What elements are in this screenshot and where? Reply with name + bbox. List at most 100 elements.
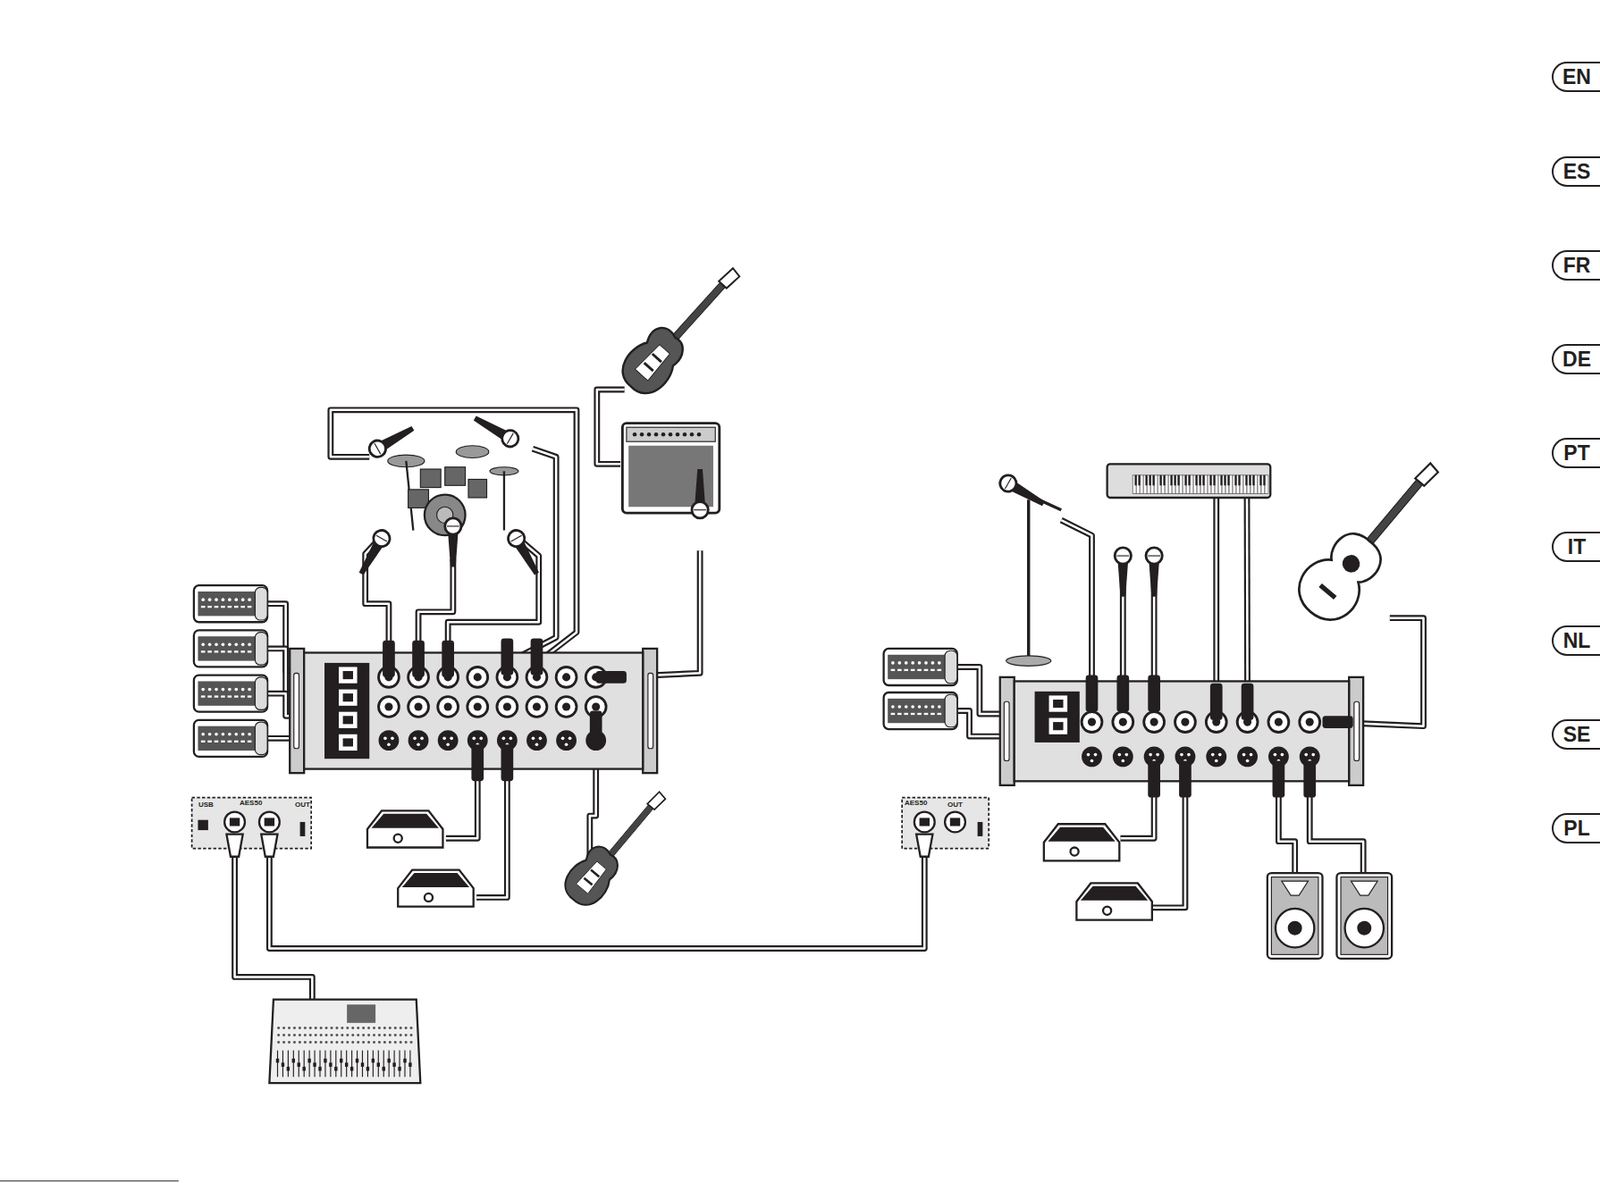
personal-mixer bbox=[193, 630, 268, 667]
ethercon-port bbox=[259, 812, 280, 834]
cable-plug bbox=[1178, 760, 1192, 798]
combo-jack bbox=[467, 697, 489, 718]
cable-plug bbox=[596, 671, 627, 684]
microphone bbox=[1114, 547, 1131, 598]
microphone bbox=[505, 527, 544, 579]
combo-jack bbox=[378, 697, 400, 718]
language-tab: IT bbox=[1551, 531, 1600, 563]
cable bbox=[1215, 497, 1217, 709]
cable-plug bbox=[1303, 760, 1316, 798]
combo-jack bbox=[555, 666, 577, 688]
cable-plug bbox=[589, 711, 603, 749]
xlr-output bbox=[526, 730, 548, 751]
xlr-output bbox=[1237, 746, 1258, 767]
cable bbox=[597, 389, 625, 464]
microphone bbox=[366, 421, 418, 460]
cable-plug bbox=[501, 639, 514, 676]
ethercon-plug bbox=[916, 834, 933, 858]
digital-console bbox=[269, 1000, 421, 1085]
microphone bbox=[691, 469, 708, 519]
language-code: PT bbox=[1563, 441, 1590, 466]
ethercon-plug bbox=[261, 834, 278, 858]
combo-jack bbox=[1144, 712, 1165, 733]
ethercon-port bbox=[224, 812, 245, 834]
language-code: EN bbox=[1562, 65, 1592, 90]
personal-mixer bbox=[193, 585, 268, 623]
cable-plug bbox=[1241, 683, 1255, 721]
language-code: PL bbox=[1563, 816, 1590, 842]
cable-plug bbox=[412, 640, 425, 678]
xlr-output bbox=[1081, 746, 1103, 767]
xlr-output bbox=[1205, 746, 1227, 767]
floor-monitor bbox=[397, 870, 473, 908]
panel-label: OUT bbox=[294, 801, 311, 809]
cable-plug bbox=[530, 639, 544, 676]
electric-guitar bbox=[614, 255, 753, 403]
electric-guitar bbox=[557, 781, 678, 913]
microphone bbox=[353, 527, 393, 579]
personal-mixer bbox=[193, 675, 268, 713]
combo-jack bbox=[1299, 712, 1321, 733]
guitar-amp bbox=[622, 423, 719, 514]
language-code: IT bbox=[1567, 535, 1586, 560]
combo-jack bbox=[555, 697, 577, 718]
cable-plug bbox=[1272, 760, 1286, 798]
cable-plug bbox=[1086, 675, 1099, 713]
language-tab: PL bbox=[1551, 813, 1600, 844]
language-tab: DE bbox=[1551, 344, 1600, 375]
aes50-panel bbox=[901, 798, 989, 850]
language-code: SE bbox=[1563, 723, 1592, 748]
panel-label: OUT bbox=[947, 801, 963, 809]
panel-label: AES50 bbox=[904, 800, 927, 808]
xlr-output bbox=[555, 730, 577, 751]
cable-plug bbox=[1147, 760, 1161, 798]
personal-mixer bbox=[884, 648, 958, 686]
microphone bbox=[445, 518, 462, 568]
microphone bbox=[1145, 547, 1163, 598]
personal-mixer bbox=[884, 692, 958, 730]
combo-jack bbox=[526, 697, 548, 718]
language-tab: EN bbox=[1551, 61, 1600, 93]
panel-label: USB bbox=[198, 801, 214, 809]
language-tab: NL bbox=[1551, 625, 1600, 657]
xlr-output bbox=[378, 730, 400, 751]
ethercon-port bbox=[914, 812, 935, 834]
pa-speaker bbox=[1336, 873, 1392, 960]
cable bbox=[506, 448, 556, 664]
language-tab: FR bbox=[1551, 250, 1600, 281]
keyboard bbox=[1107, 463, 1272, 498]
floor-monitor bbox=[1044, 824, 1120, 861]
language-code: ES bbox=[1563, 160, 1592, 185]
cable-plug bbox=[1322, 715, 1353, 729]
xlr-output bbox=[408, 730, 430, 751]
floor-monitor bbox=[367, 810, 443, 848]
ethercon-plug bbox=[226, 834, 243, 858]
mic-stand bbox=[1006, 488, 1062, 667]
cable-plug bbox=[441, 640, 455, 678]
cable-plug bbox=[1147, 675, 1161, 713]
language-tab: PT bbox=[1551, 437, 1600, 469]
personal-mixer bbox=[193, 720, 268, 758]
floor-monitor bbox=[1076, 883, 1152, 920]
cable-plug bbox=[1116, 675, 1129, 713]
combo-jack bbox=[1112, 712, 1134, 733]
xlr-output bbox=[1112, 746, 1134, 767]
combo-jack bbox=[496, 697, 518, 718]
cable bbox=[235, 846, 313, 1000]
cable-plug bbox=[382, 640, 396, 678]
cable bbox=[330, 410, 577, 664]
microphone bbox=[996, 472, 1048, 512]
cable-plug bbox=[471, 744, 484, 782]
cable bbox=[1246, 497, 1248, 709]
aes50-panel bbox=[192, 798, 312, 850]
language-code: NL bbox=[1563, 629, 1592, 654]
language-tab: SE bbox=[1551, 719, 1600, 750]
acoustic-guitar bbox=[1288, 446, 1457, 632]
combo-jack bbox=[1175, 712, 1196, 733]
combo-jack bbox=[467, 666, 489, 688]
language-code: DE bbox=[1562, 347, 1592, 372]
cable-plug bbox=[501, 744, 514, 782]
language-tab: ES bbox=[1551, 156, 1600, 187]
